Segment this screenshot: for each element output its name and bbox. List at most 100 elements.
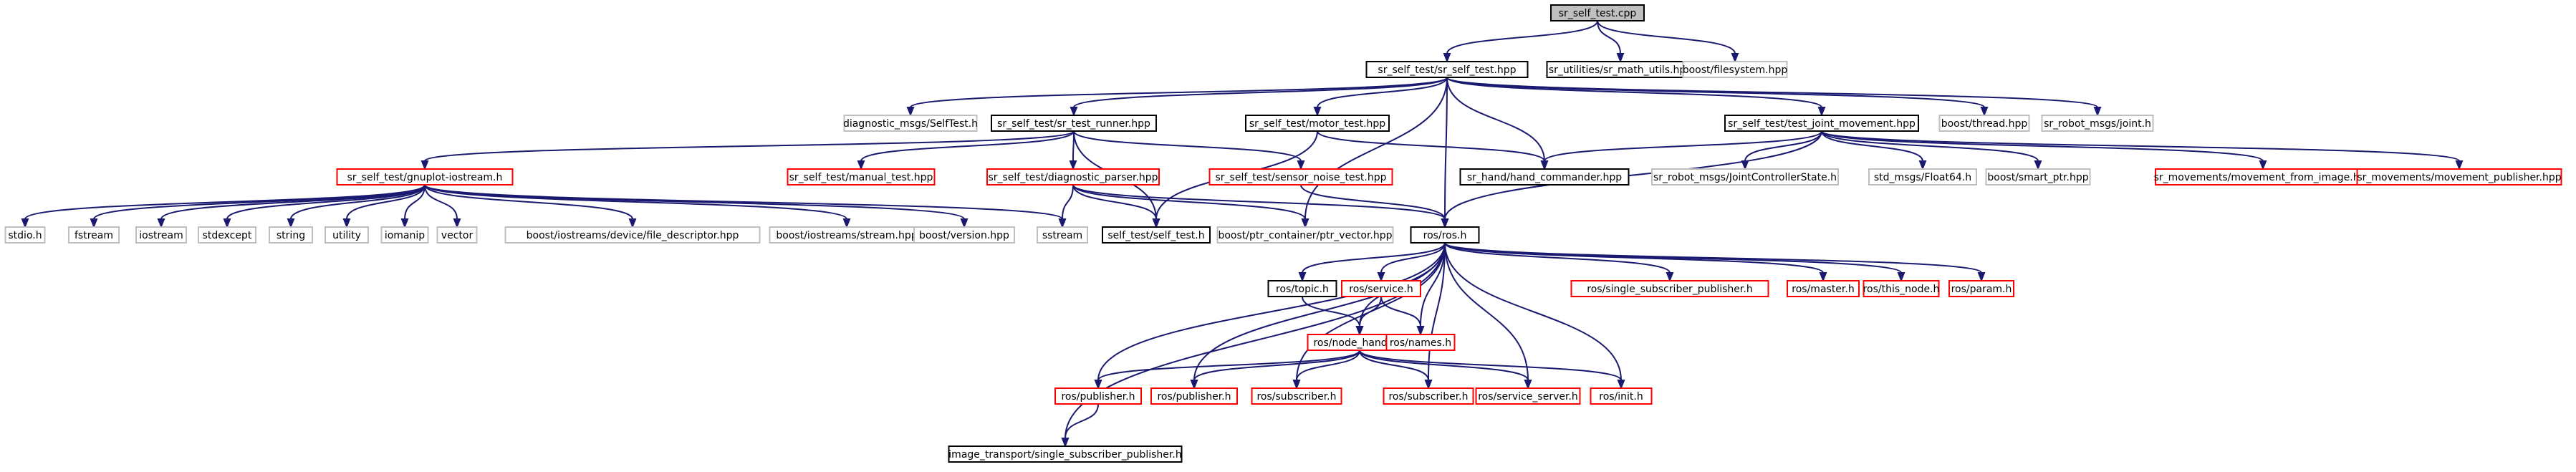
node-mov_publisher[interactable]: sr_movements/movement_publisher.hpp	[2356, 168, 2562, 186]
node-box	[1150, 387, 1238, 405]
node-diag_parser[interactable]: sr_self_test/diagnostic_parser.hpp	[986, 168, 1160, 186]
node-subscriber2[interactable]: ros/subscriber.h	[1383, 387, 1474, 405]
node-single_sub_pub[interactable]: ros/single_subscriber_publisher.h	[1570, 280, 1769, 297]
edge-srselftest_hpp-to-boost_thread	[1446, 77, 1985, 108]
node-box	[787, 168, 936, 186]
node-srselftest_hpp[interactable]: sr_self_test/sr_self_test.hpp	[1365, 61, 1529, 78]
node-stream_hpp: boost/iostreams/stream.hpp	[769, 226, 925, 244]
node-node_handle[interactable]: ros/node_handle.h	[1307, 334, 1413, 351]
arrowhead-icon	[1069, 160, 1077, 170]
edge-ros_h-to-param	[1444, 242, 1982, 274]
node-sensor_noise[interactable]: sr_self_test/sensor_noise_test.hpp	[1208, 168, 1393, 186]
node-master[interactable]: ros/master.h	[1787, 280, 1860, 297]
node-box	[1868, 168, 1977, 186]
node-box	[325, 226, 369, 244]
node-box	[1570, 280, 1769, 297]
nodes-layer: sr_self_test.cpp sr_self_test/sr_self_tes…	[4, 4, 2562, 463]
edge-gnuplot-to-file_descriptor	[424, 184, 633, 220]
node-label: ros/node_handle.h	[1313, 337, 1405, 349]
node-label: sr_robot_msgs/joint.h	[2044, 118, 2151, 130]
arrowhead-icon	[453, 218, 461, 228]
node-joint_movement[interactable]: sr_self_test/test_joint_movement.hpp	[1724, 115, 1919, 132]
edge-ros_h-to-publisher2	[1193, 242, 1446, 381]
arrowhead-icon	[960, 218, 969, 228]
arrowhead-icon	[1819, 272, 1827, 282]
node-label: ros/ros.h	[1423, 230, 1467, 241]
edge-test_runner-to-manual_test	[860, 130, 1075, 162]
node-label: ros/param.h	[1951, 284, 2012, 295]
node-img_transport[interactable]: image_transport/single_subscriber_publis…	[948, 445, 1183, 463]
node-label: ros/master.h	[1792, 284, 1854, 295]
node-box	[1216, 226, 1394, 244]
node-hand_commander[interactable]: sr_hand/hand_commander.hpp	[1459, 168, 1630, 186]
node-label: sr_self_test/motor_test.hpp	[1249, 118, 1385, 130]
node-publisher1[interactable]: ros/publisher.h	[1054, 387, 1142, 405]
node-label: iomanip	[385, 230, 425, 241]
arrowhead-icon	[342, 218, 351, 228]
edge-node_handle-to-publisher2	[1193, 350, 1360, 381]
edge-gnuplot-to-utility	[346, 184, 426, 220]
arrowhead-icon	[1424, 380, 1433, 390]
edge-joint_movement-to-mov_publisher	[1821, 130, 2460, 162]
node-box	[1787, 280, 1860, 297]
node-service[interactable]: ros/service.h	[1341, 280, 1421, 297]
node-label: sr_movements/movement_from_image.hpp	[2154, 172, 2373, 183]
arrowhead-icon	[1617, 380, 1625, 390]
node-box	[1550, 4, 1645, 21]
node-label: sr_hand/hand_commander.hpp	[1467, 172, 1622, 183]
node-box	[1245, 115, 1390, 132]
node-topic[interactable]: ros/topic.h	[1267, 280, 1337, 297]
edge-ros_h-to-publisher1	[1097, 242, 1446, 381]
arrowhead-icon	[287, 218, 295, 228]
edge-gnuplot-to-fstream	[93, 184, 426, 220]
node-param[interactable]: ros/param.h	[1948, 280, 2014, 297]
edge-joint_movement-to-jcs	[1744, 130, 1822, 162]
edge-ros_h-to-single_sub_pub	[1444, 242, 1671, 274]
node-label: ros/publisher.h	[1157, 391, 1231, 403]
node-box	[1863, 280, 1940, 297]
edge-service-to-names	[1380, 296, 1421, 327]
node-manual_test[interactable]: sr_self_test/manual_test.hpp	[787, 168, 936, 186]
node-service_server[interactable]: ros/service_server.h	[1475, 387, 1581, 405]
node-init[interactable]: ros/init.h	[1590, 387, 1653, 405]
node-version_hpp: boost/version.hpp	[913, 226, 1015, 244]
arrowhead-icon	[1070, 107, 1078, 117]
arrowhead-icon	[1980, 107, 1989, 117]
node-box	[436, 226, 478, 244]
node-gnuplot[interactable]: sr_self_test/gnuplot-iostream.h	[336, 168, 514, 186]
node-test_runner[interactable]: sr_self_test/sr_test_runner.hpp	[991, 115, 1157, 132]
node-publisher2[interactable]: ros/publisher.h	[1150, 387, 1238, 405]
node-jcs: sr_robot_msgs/JointControllerState.h	[1651, 168, 1839, 186]
node-label: boost/thread.hpp	[1941, 118, 2028, 130]
node-sstream: sstream	[1037, 226, 1088, 244]
node-box	[1590, 387, 1653, 405]
node-ros_h[interactable]: ros/ros.h	[1410, 226, 1480, 244]
node-label: ros/subscriber.h	[1388, 391, 1468, 403]
node-motor_test[interactable]: sr_self_test/motor_test.hpp	[1245, 115, 1390, 132]
node-names[interactable]: ros/names.h	[1385, 334, 1456, 351]
edge-gnuplot-to-iomanip	[404, 184, 426, 220]
node-box	[991, 115, 1157, 132]
node-iostream: iostream	[135, 226, 187, 244]
edges-layer	[21, 20, 2464, 448]
arrowhead-icon	[157, 218, 165, 228]
arrowhead-icon	[1731, 53, 1739, 63]
node-label: boost/filesystem.hpp	[1683, 64, 1788, 76]
edge-root-to-boost_filesystem	[1597, 20, 1736, 54]
node-label: diagnostic_msgs/SelfTest.h	[843, 118, 978, 130]
edge-topic-to-node_handle	[1302, 296, 1360, 327]
node-self_test_h[interactable]: self_test/self_test.h	[1102, 226, 1211, 244]
edge-gnuplot-to-stdexcept	[226, 184, 426, 220]
node-subscriber1[interactable]: ros/subscriber.h	[1251, 387, 1342, 405]
node-label: ros/service_server.h	[1478, 391, 1578, 403]
node-mov_image[interactable]: sr_movements/movement_from_image.hpp	[2154, 168, 2373, 186]
node-root[interactable]: sr_self_test.cpp	[1550, 4, 1645, 21]
node-label: self_test/self_test.h	[1107, 230, 1204, 241]
node-sr_math_utils[interactable]: sr_utilities/sr_math_utils.hpp	[1546, 61, 1695, 78]
node-box	[135, 226, 187, 244]
arrowhead-icon	[2259, 160, 2267, 170]
arrowhead-icon	[1918, 160, 1927, 170]
node-vector: vector	[436, 226, 478, 244]
node-this_node[interactable]: ros/this_node.h	[1863, 280, 1940, 297]
